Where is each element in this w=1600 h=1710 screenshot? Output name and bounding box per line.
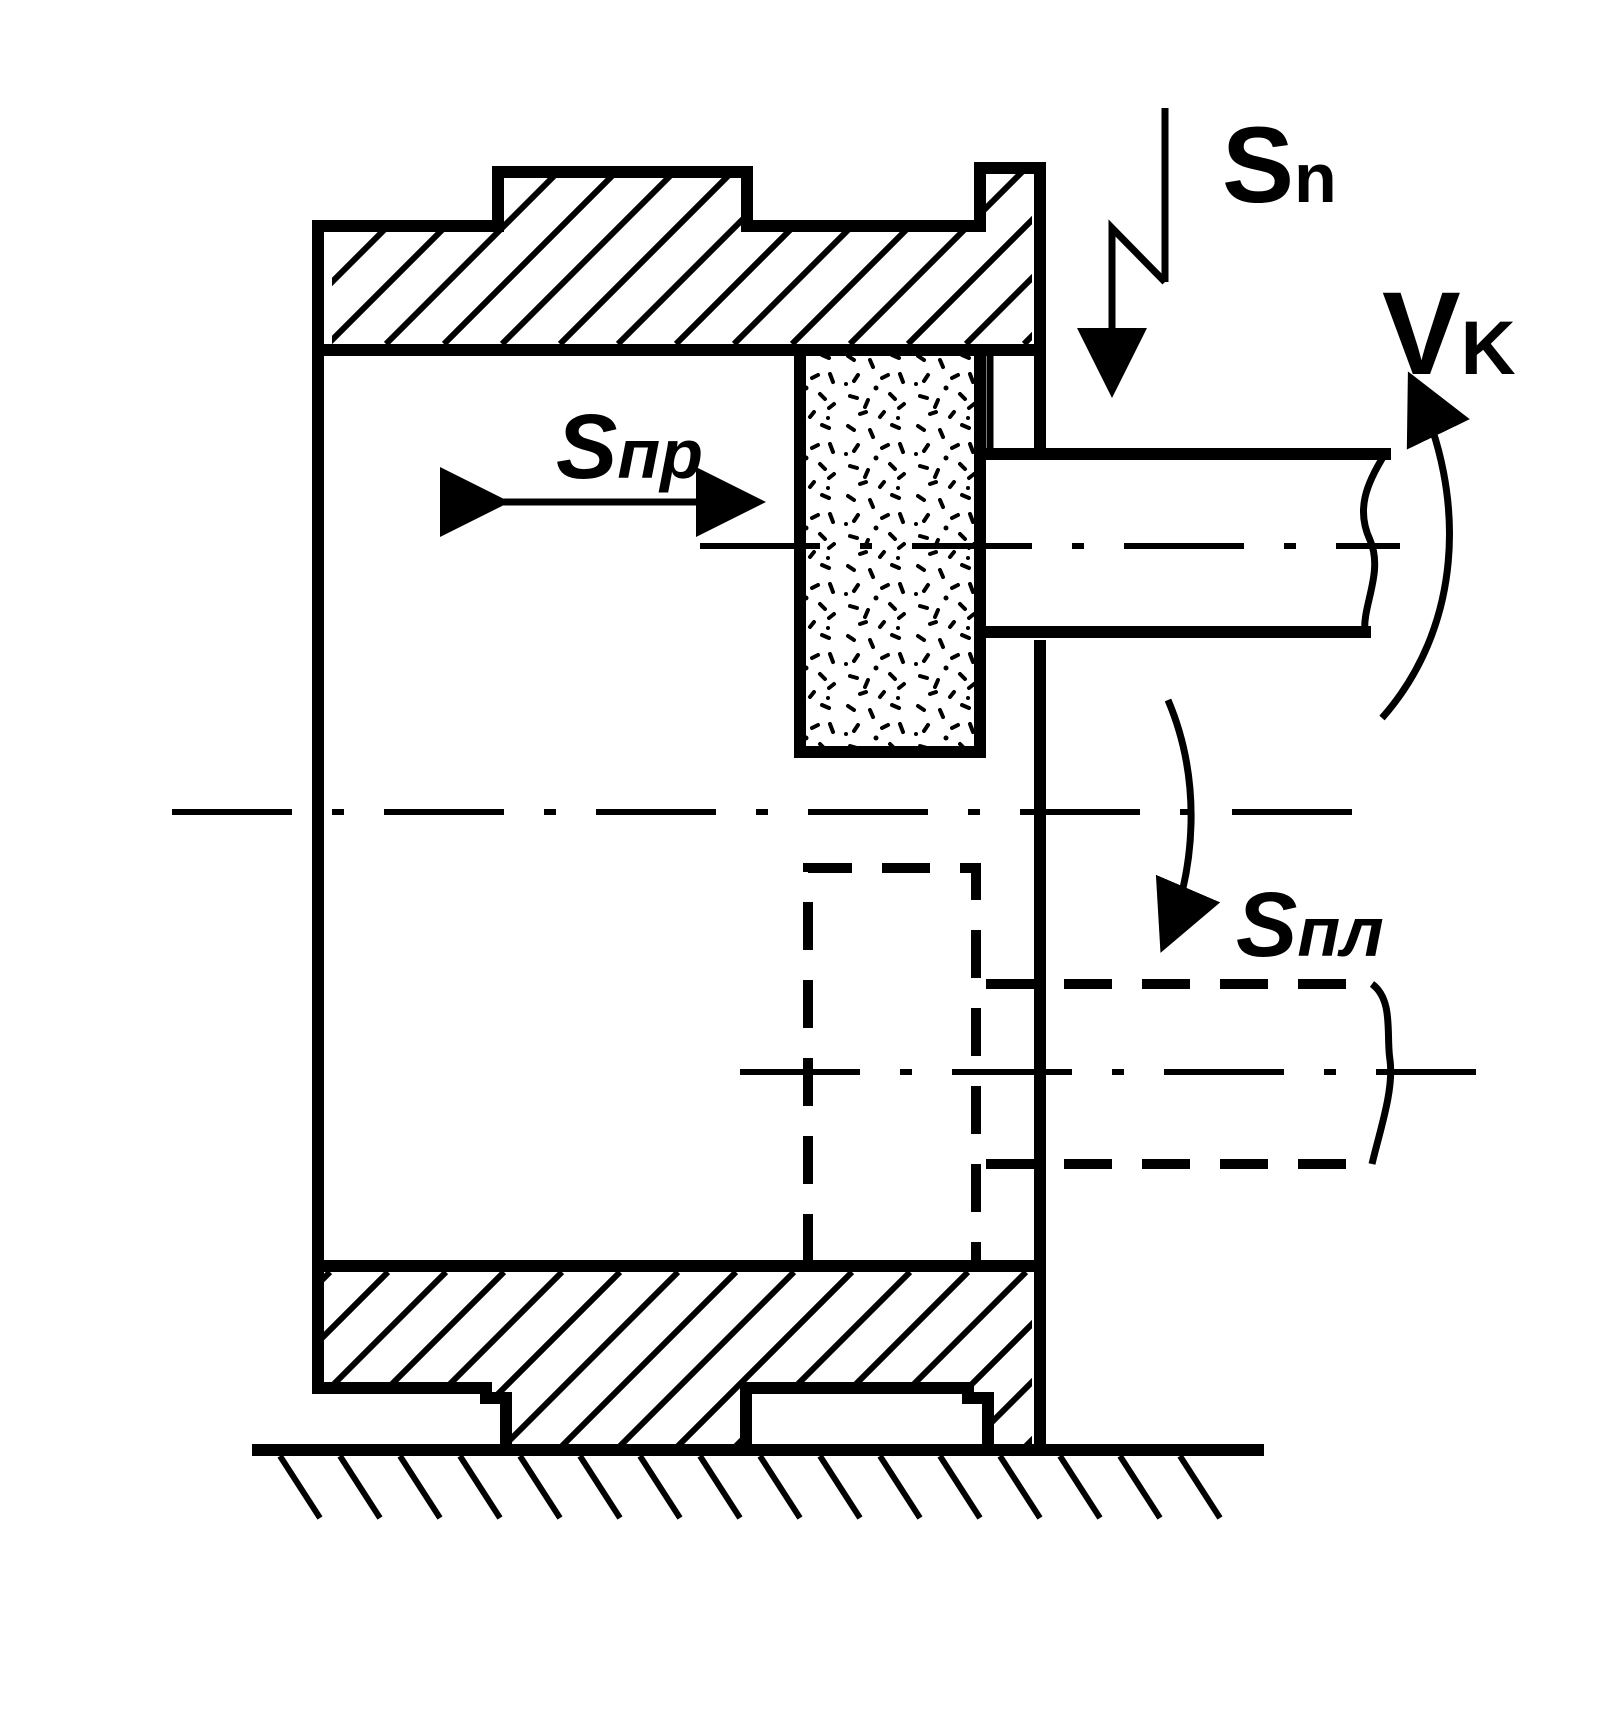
top-wall-section <box>312 162 1046 460</box>
section-hatch-line <box>671 1272 855 1450</box>
ground-hatch-line <box>277 1454 323 1520</box>
section-hatch-line <box>324 1272 507 1450</box>
section-hatch-line <box>381 1272 565 1450</box>
section-hatch-line <box>963 168 1032 344</box>
section-hatch-line <box>324 1272 333 1450</box>
wheel-spindle <box>974 448 1391 638</box>
section-hatch-line <box>383 168 565 344</box>
label-s-n: Sn <box>1222 104 1337 225</box>
ground-hatch-line <box>1117 1454 1163 1520</box>
ground-hatch-line <box>937 1454 983 1520</box>
section-hatch-line <box>497 1272 681 1450</box>
ground-hatch-line <box>337 1454 383 1520</box>
ground-hatch-line <box>517 1454 563 1520</box>
label-s-pr: Sпр <box>556 396 703 498</box>
section-hatch-line <box>441 168 623 344</box>
section-hatch-line <box>787 1272 971 1450</box>
section-hatch-line <box>439 1272 623 1450</box>
section-hatch-line <box>613 1272 797 1450</box>
ground-hatch-line <box>577 1454 623 1520</box>
bottom-wall-section <box>312 640 1046 1456</box>
label-v-k: VK <box>1382 268 1516 400</box>
section-hatch-line <box>729 1272 913 1450</box>
section-hatch-line <box>1019 1272 1032 1450</box>
label-s-pl: Sпл <box>1236 874 1384 976</box>
ground-hatch-line <box>697 1454 743 1520</box>
ground-hatch-line <box>817 1454 863 1520</box>
section-hatch-line <box>499 168 681 344</box>
ground-hatch-line <box>757 1454 803 1520</box>
section-hatch-line <box>905 168 1032 344</box>
planetary-feed-arrow <box>1155 698 1221 953</box>
section-hatch-line <box>847 168 1029 344</box>
ground-hatch-line <box>997 1454 1043 1520</box>
grinding-wheel <box>794 344 986 758</box>
ground-hatch-line <box>877 1454 923 1520</box>
ground-hatch-line <box>1057 1454 1103 1520</box>
section-hatch-line <box>557 168 739 344</box>
plunge-feed-arrow <box>1077 108 1169 398</box>
ground-hatch-line <box>1177 1454 1223 1520</box>
base-support <box>252 1444 1264 1520</box>
section-hatch-line <box>903 1272 1032 1450</box>
ground-hatch-line <box>637 1454 683 1520</box>
wheel-alt-position <box>803 863 1395 1262</box>
section-hatch-line <box>845 1272 1029 1450</box>
section-hatch-line <box>324 1272 391 1450</box>
section-hatch-line <box>332 168 333 344</box>
section-hatch-line <box>555 1272 739 1450</box>
ground-hatch-line <box>397 1454 443 1520</box>
wheel-rotation-arrow <box>1379 371 1470 721</box>
ground-hatch-line <box>457 1454 503 1520</box>
section-hatch-line <box>324 1272 449 1450</box>
